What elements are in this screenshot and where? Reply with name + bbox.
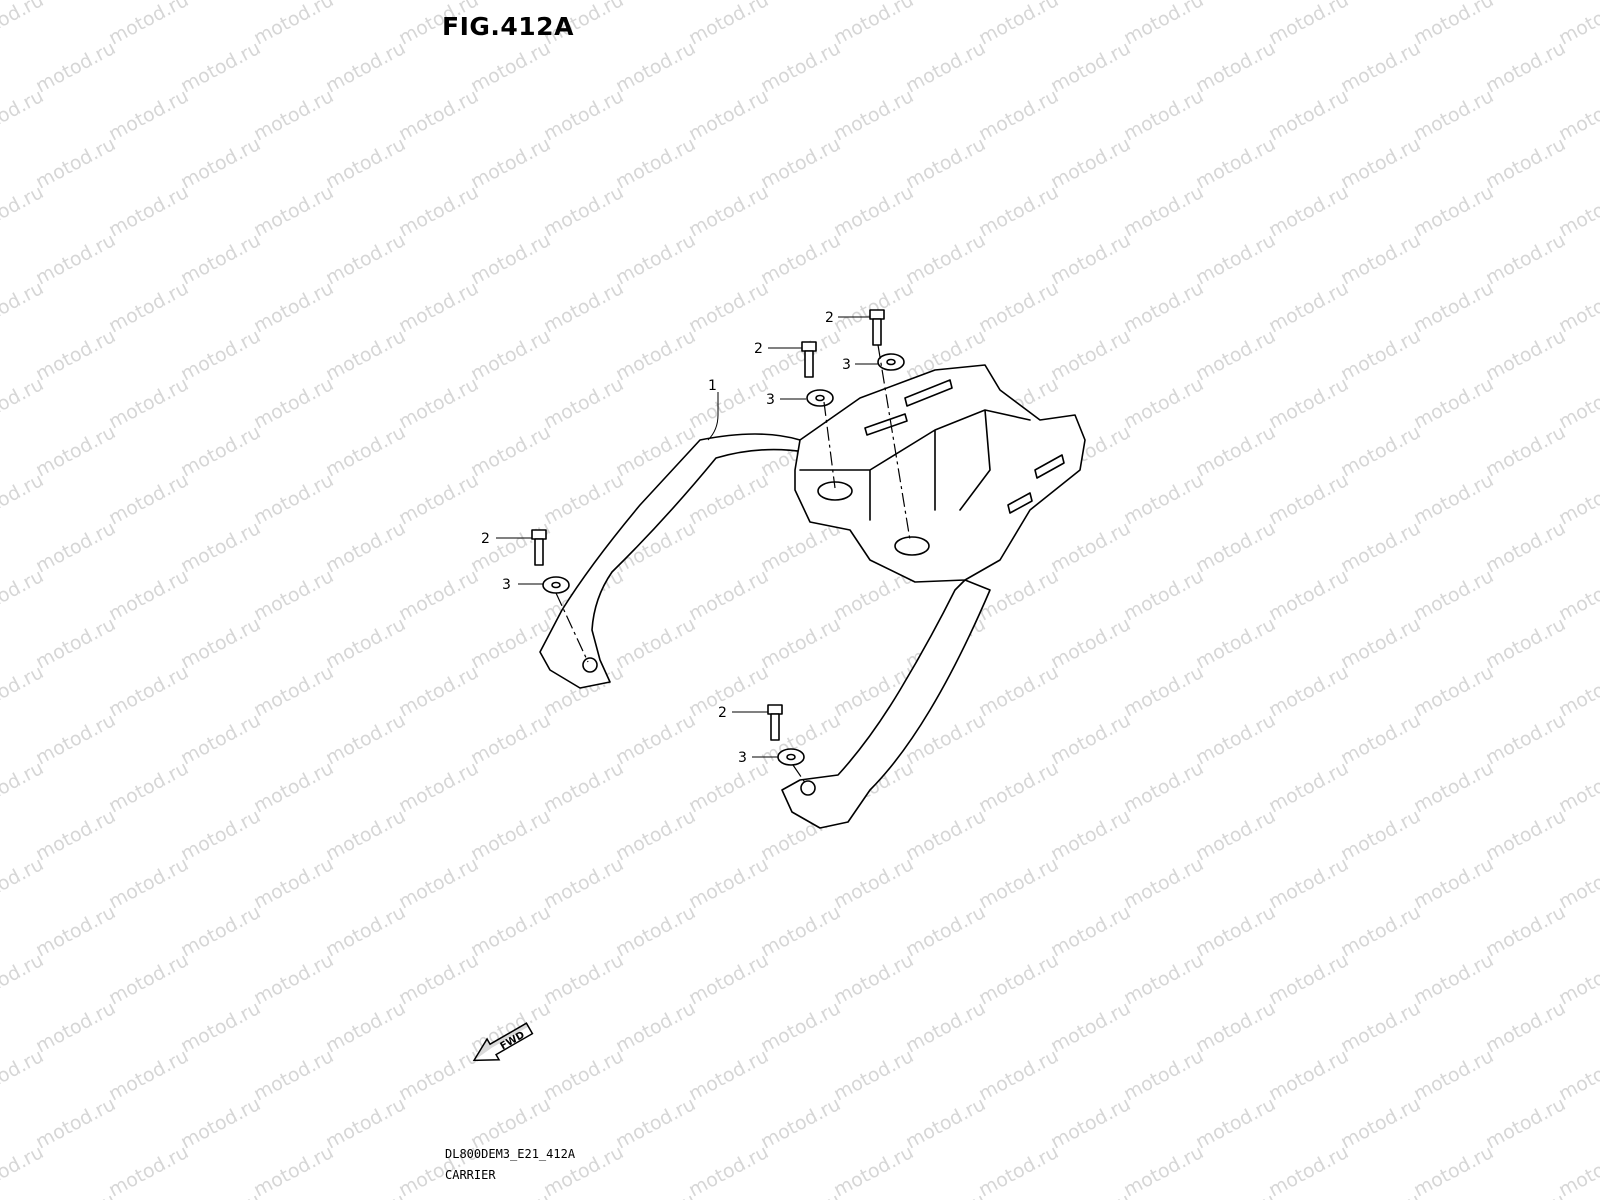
- carrier-mount-hole: [894, 536, 930, 556]
- carrier-mount-hole: [817, 481, 853, 501]
- carrier-deck: [794, 364, 1086, 583]
- carrier-deck-slot: [864, 413, 908, 436]
- carrier-deck-slot: [1034, 454, 1065, 479]
- mounting-axes: [555, 344, 911, 785]
- diagram-name: CARRIER: [445, 1168, 496, 1182]
- callout-part-3: 3: [766, 392, 775, 408]
- bolt-group: [531, 309, 885, 741]
- callout-labels: 1 2 2 3 2 3 3 2 3: [481, 310, 851, 766]
- figure-title: FIG.412A: [442, 12, 574, 41]
- carrier-deck-edge: [799, 409, 1031, 521]
- callout-part-2: 2: [754, 341, 763, 357]
- carrier-deck-slot: [904, 379, 953, 407]
- carrier-mount-hole: [582, 657, 598, 673]
- callout-part-1: 1: [708, 378, 717, 394]
- callout-part-2: 2: [718, 705, 727, 721]
- diagram-code: DL800DEM3_E21_412A: [445, 1147, 576, 1161]
- callout-part-3: 3: [738, 750, 747, 766]
- callout-part-2: 2: [825, 310, 834, 326]
- carrier-mount-hole: [800, 780, 816, 796]
- callout-part-3: 3: [842, 357, 851, 373]
- carrier-deck-slot: [1007, 492, 1033, 514]
- carrier-left-rail: [539, 433, 806, 689]
- leader-lines: [496, 316, 878, 758]
- fwd-arrow-icon: FWD: [472, 1022, 534, 1062]
- carrier-right-rail: [781, 579, 991, 829]
- washer-group: [542, 353, 905, 766]
- callout-part-3: 3: [502, 577, 511, 593]
- callout-part-2: 2: [481, 531, 490, 547]
